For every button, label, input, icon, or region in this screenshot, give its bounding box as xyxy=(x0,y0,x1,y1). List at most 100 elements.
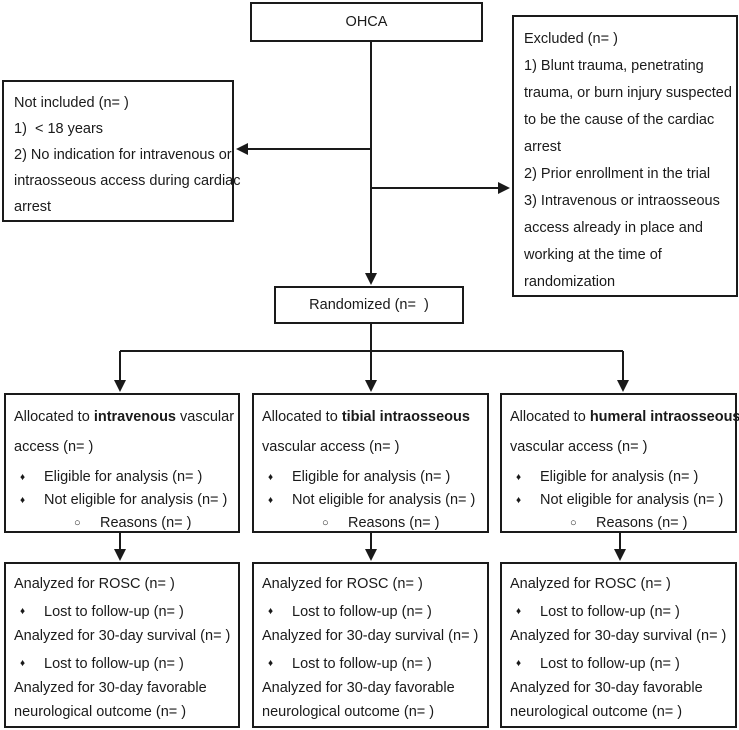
reasons-sub-bullet: ○Reasons (n= ) xyxy=(510,512,729,535)
allocation-title-line: vascular access (n= ) xyxy=(262,439,400,455)
lost-followup-bullet: ♦ Lost to follow-up (n= ) xyxy=(14,600,232,624)
analysis-box-intravenous: Analyzed for ROSC (n= ) ♦ Lost to follow-… xyxy=(4,562,240,728)
not-included-reason-line: intraosseous access during cardiac xyxy=(14,173,241,189)
eligible-bullet: ♦ Eligible for analysis (n= ) xyxy=(262,466,481,489)
excluded-box: Excluded (n= ) 1) Blunt trauma, penetrat… xyxy=(512,15,738,297)
bullet-label: Eligible for analysis (n= ) xyxy=(292,469,451,485)
circle-bullet-icon: ○ xyxy=(570,517,577,529)
reasons-sub-bullet: ○Reasons (n= ) xyxy=(14,512,232,535)
allocation-arm-name: intravenous xyxy=(93,409,176,425)
allocation-arm-name: humeral intraosseous xyxy=(589,409,739,425)
arrowhead-down-icon xyxy=(365,549,377,561)
diamond-bullet-icon: ♦ xyxy=(268,472,274,483)
excluded-title: Excluded (n= ) xyxy=(524,31,618,47)
allocation-box-humeral-intraosseous: Allocated to humeral intraosseous vascul… xyxy=(500,393,739,535)
arrowhead-down-icon xyxy=(614,549,626,561)
analyzed-neuro-line: Analyzed for 30-day favorable xyxy=(14,680,207,696)
analyzed-rosc-line: Analyzed for ROSC (n= ) xyxy=(510,576,671,592)
arrowhead-down-icon xyxy=(617,380,629,392)
allocation-title-rest: vascular xyxy=(176,409,235,425)
analyzed-neuro-line: neurological outcome (n= ) xyxy=(14,704,187,720)
arrowhead-down-icon xyxy=(365,380,377,392)
allocation-title-prefix: Allocated to xyxy=(14,409,94,425)
eligible-bullet: ♦ Eligible for analysis (n= ) xyxy=(510,466,729,489)
arrowhead-right-icon xyxy=(498,182,510,194)
bullet-label: Lost to follow-up (n= ) xyxy=(44,604,184,620)
excluded-reason-line: working at the time of xyxy=(524,247,662,263)
diamond-bullet-icon: ♦ xyxy=(516,658,522,669)
excluded-reason-line: randomization xyxy=(524,274,616,290)
analyzed-rosc-line: Analyzed for ROSC (n= ) xyxy=(14,576,175,592)
lost-followup-bullet: ♦ Lost to follow-up (n= ) xyxy=(14,652,232,676)
allocation-arm-name: tibial intraosseous xyxy=(341,409,470,425)
ohca-label: OHCA xyxy=(345,14,388,30)
allocation-title-line: Allocated to humeral intraosseous xyxy=(510,402,739,432)
lost-followup-bullet: ♦ Lost to follow-up (n= ) xyxy=(262,600,481,624)
arrowhead-down-icon xyxy=(114,380,126,392)
circle-bullet-icon: ○ xyxy=(322,517,329,529)
bullet-label: Lost to follow-up (n= ) xyxy=(292,604,432,620)
excluded-reason-line: access already in place and xyxy=(524,220,703,236)
bullet-label: Not eligible for analysis (n= ) xyxy=(292,492,476,508)
ohca-box: OHCA xyxy=(250,2,483,42)
bullet-label: Lost to follow-up (n= ) xyxy=(540,604,680,620)
analyzed-neuro-line: Analyzed for 30-day favorable xyxy=(262,680,455,696)
allocation-title-prefix: Allocated to xyxy=(510,409,590,425)
not-included-reason-line: 1) < 18 years xyxy=(14,121,104,137)
arrowhead-down-icon xyxy=(365,273,377,285)
analyzed-rosc-line: Analyzed for ROSC (n= ) xyxy=(262,576,423,592)
analysis-box-humeral-intraosseous: Analyzed for ROSC (n= ) ♦ Lost to follow-… xyxy=(500,562,737,728)
allocation-title-line: Allocated to tibial intraosseous xyxy=(262,402,481,432)
analyzed-neuro-line: Analyzed for 30-day favorable xyxy=(510,680,703,696)
diamond-bullet-icon: ♦ xyxy=(516,495,522,506)
diamond-bullet-icon: ♦ xyxy=(268,606,274,617)
allocation-title-line: vascular access (n= ) xyxy=(510,439,648,455)
excluded-reason-line: trauma, or burn injury suspected xyxy=(524,85,732,101)
randomized-label: Randomized (n= ) xyxy=(309,297,429,313)
allocation-title-line: Allocated to intravenous vascular xyxy=(14,402,235,432)
allocation-title-prefix: Allocated to xyxy=(262,409,342,425)
excluded-reason-line: 3) Intravenous or intraosseous xyxy=(524,193,720,209)
sub-bullet-label: Reasons (n= ) xyxy=(100,515,192,531)
lost-followup-bullet: ♦ Lost to follow-up (n= ) xyxy=(510,652,729,676)
diamond-bullet-icon: ♦ xyxy=(516,606,522,617)
bullet-label: Lost to follow-up (n= ) xyxy=(540,656,680,672)
bullet-label: Not eligible for analysis (n= ) xyxy=(44,492,228,508)
not-included-reason-line: arrest xyxy=(14,199,52,215)
excluded-reason-line: arrest xyxy=(524,139,562,155)
diamond-bullet-icon: ♦ xyxy=(20,606,26,617)
excluded-reason-line: 1) Blunt trauma, penetrating xyxy=(524,58,704,74)
allocation-box-intravenous: Allocated to intravenous vascular access… xyxy=(4,393,240,533)
analyzed-survival-line: Analyzed for 30-day survival (n= ) xyxy=(262,628,479,644)
diamond-bullet-icon: ♦ xyxy=(268,495,274,506)
reasons-sub-bullet: ○ Reasons (n= ) xyxy=(262,512,481,535)
arrowhead-left-icon xyxy=(236,143,248,155)
lost-followup-bullet: ♦ Lost to follow-up (n= ) xyxy=(262,652,481,676)
diamond-bullet-icon: ♦ xyxy=(20,495,26,506)
not-eligible-bullet: ♦ Not eligible for analysis (n= ) xyxy=(262,489,481,512)
bullet-label: Eligible for analysis (n= ) xyxy=(44,469,203,485)
diamond-bullet-icon: ♦ xyxy=(20,472,26,483)
bullet-label: Lost to follow-up (n= ) xyxy=(44,656,184,672)
bullet-label: Lost to follow-up (n= ) xyxy=(292,656,432,672)
bullet-label: Not eligible for analysis (n= ) xyxy=(540,492,724,508)
diamond-bullet-icon: ♦ xyxy=(20,658,26,669)
allocation-box-tibial-intraosseous: Allocated to tibial intraosseous vascula… xyxy=(252,393,489,533)
not-included-box: Not included (n= ) 1) < 18 years 2) No i… xyxy=(2,80,241,222)
analyzed-neuro-line: neurological outcome (n= ) xyxy=(510,704,683,720)
not-included-reason-line: 2) No indication for intravenous or xyxy=(14,147,232,163)
arrowhead-down-icon xyxy=(114,549,126,561)
not-eligible-bullet: ♦ Not eligible for analysis (n= ) xyxy=(510,489,729,512)
bullet-label: Eligible for analysis (n= ) xyxy=(540,469,699,485)
not-eligible-bullet: ♦ Not eligible for analysis (n= ) xyxy=(14,489,232,512)
diamond-bullet-icon: ♦ xyxy=(268,658,274,669)
allocation-title-line: access (n= ) xyxy=(14,439,94,455)
sub-bullet-label: Reasons (n= ) xyxy=(348,515,440,531)
randomized-box: Randomized (n= ) xyxy=(274,286,464,324)
eligible-bullet: ♦ Eligible for analysis (n= ) xyxy=(14,466,232,489)
analyzed-neuro-line: neurological outcome (n= ) xyxy=(262,704,435,720)
excluded-reason-line: 2) Prior enrollment in the trial xyxy=(524,166,711,182)
diamond-bullet-icon: ♦ xyxy=(516,472,522,483)
